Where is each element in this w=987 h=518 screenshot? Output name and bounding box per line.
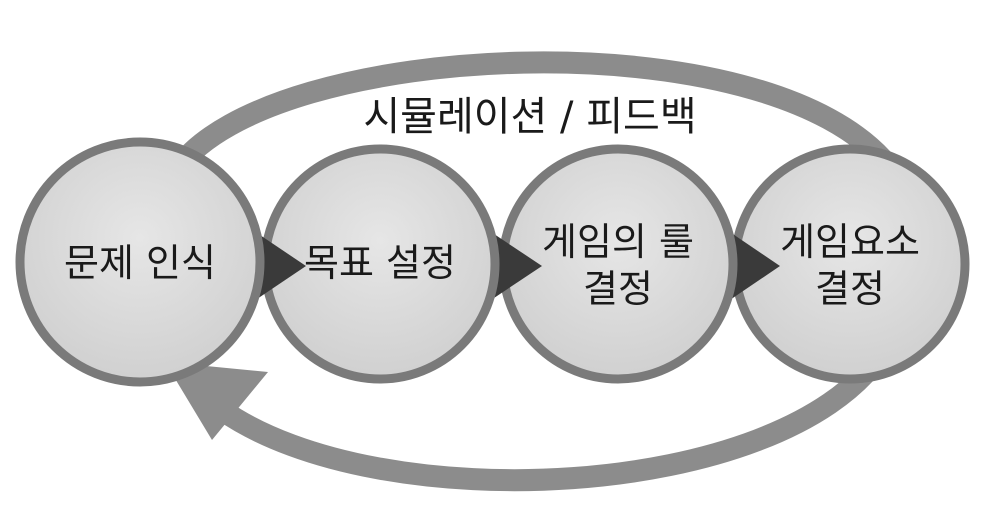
- loop-label: 시뮬레이션 / 피드백: [363, 94, 696, 140]
- stage-circle-1: [15, 137, 265, 387]
- stage-label-4-line-2: 결정: [815, 267, 885, 311]
- loop-arrowhead: [165, 362, 268, 440]
- stage-label-1: 문제 인식: [64, 241, 216, 285]
- loop-arc-top: [169, 51, 899, 175]
- stage-label-2: 목표 설정: [304, 241, 456, 285]
- stage-label-4-line-1: 게임요소: [780, 220, 920, 264]
- stage-label-3-line-2: 결정: [583, 267, 653, 311]
- loop-arc-bottom: [215, 348, 890, 492]
- stage-label-3-line-1: 게임의 룰: [542, 220, 694, 264]
